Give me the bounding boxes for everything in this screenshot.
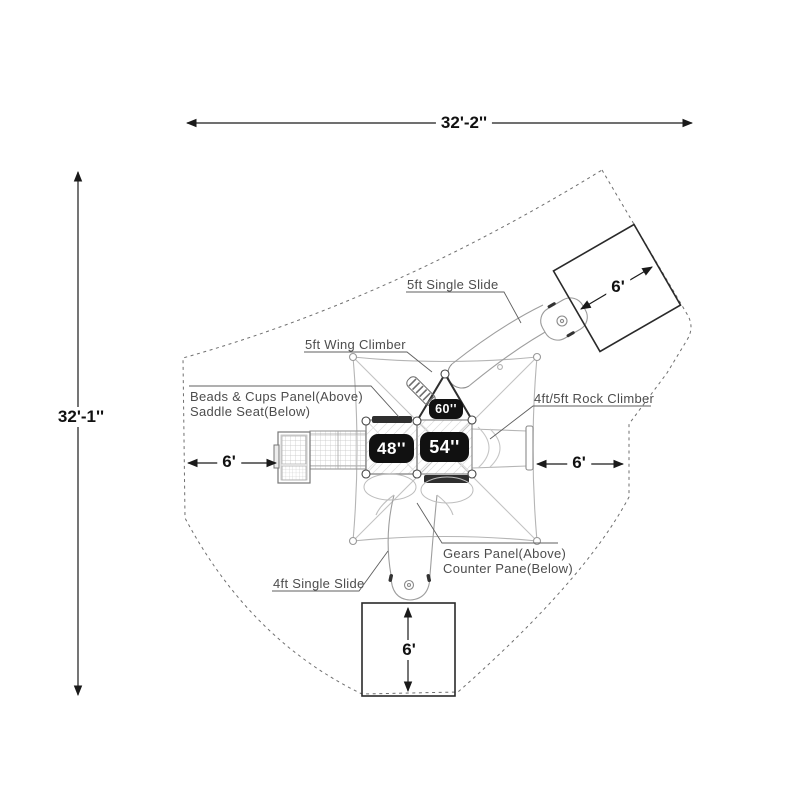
leader-gears-panel (416, 502, 558, 544)
gears-panel-bar (424, 475, 469, 483)
label-gears-line1: Gears Panel(Above) (443, 546, 567, 561)
counter-panel-outline (420, 476, 474, 504)
leader-slide-4ft (272, 550, 389, 592)
clearance-left-label: 6' (217, 452, 241, 472)
wing-climber-fan (406, 376, 436, 406)
leader-beads-panel (189, 385, 400, 418)
platform-endcap (273, 444, 280, 469)
label-beads-cups-panel: Beads & Cups Panel(Above) Saddle Seat(Be… (190, 389, 363, 419)
deck-height-badge-54: 54'' (420, 432, 469, 462)
clearance-bottom-label: 6' (397, 640, 421, 660)
dimension-lines (73, 118, 694, 697)
height-dimension-label: 32'-1'' (52, 407, 110, 427)
width-dimension-label: 32'-2'' (435, 113, 493, 133)
label-single-slide-4ft: 4ft Single Slide (273, 576, 365, 591)
slide-5ft-single (447, 297, 588, 389)
label-wing-climber-5ft: 5ft Wing Climber (305, 337, 406, 352)
clearzone-square-top-right (552, 223, 682, 353)
leader-rock-climber (489, 405, 651, 440)
deck-height-badge-48: 48'' (369, 434, 414, 463)
clearance-right-label: 6' (567, 453, 591, 473)
beads-cups-panel-bar (372, 416, 412, 423)
saddle-seat-outline (363, 473, 417, 501)
deck-height-badge-60: 60'' (429, 399, 463, 419)
deck-posts (361, 369, 477, 479)
label-beads-cups-line1: Beads & Cups Panel(Above) (190, 389, 363, 404)
clearance-topright-label: 6' (606, 277, 630, 297)
label-leaders (189, 291, 651, 592)
left-platform (273, 431, 311, 484)
label-rock-climber: 4ft/5ft Rock Climber (534, 391, 655, 406)
transfer-bridge (309, 430, 367, 470)
label-gears-panel: Gears Panel(Above) Counter Pane(Below) (443, 546, 573, 576)
leader-wing-climber (304, 351, 433, 373)
slide-4ft-single (375, 494, 454, 601)
rock-climber (471, 425, 534, 471)
label-single-slide-5ft: 5ft Single Slide (407, 277, 499, 292)
leader-slide-5ft (406, 291, 522, 324)
use-zone-boundary (182, 169, 692, 695)
label-counter-line2: Counter Pane(Below) (443, 561, 573, 576)
label-saddle-seat-line2: Saddle Seat(Below) (190, 404, 311, 419)
clearzone-square-bottom (361, 602, 456, 697)
